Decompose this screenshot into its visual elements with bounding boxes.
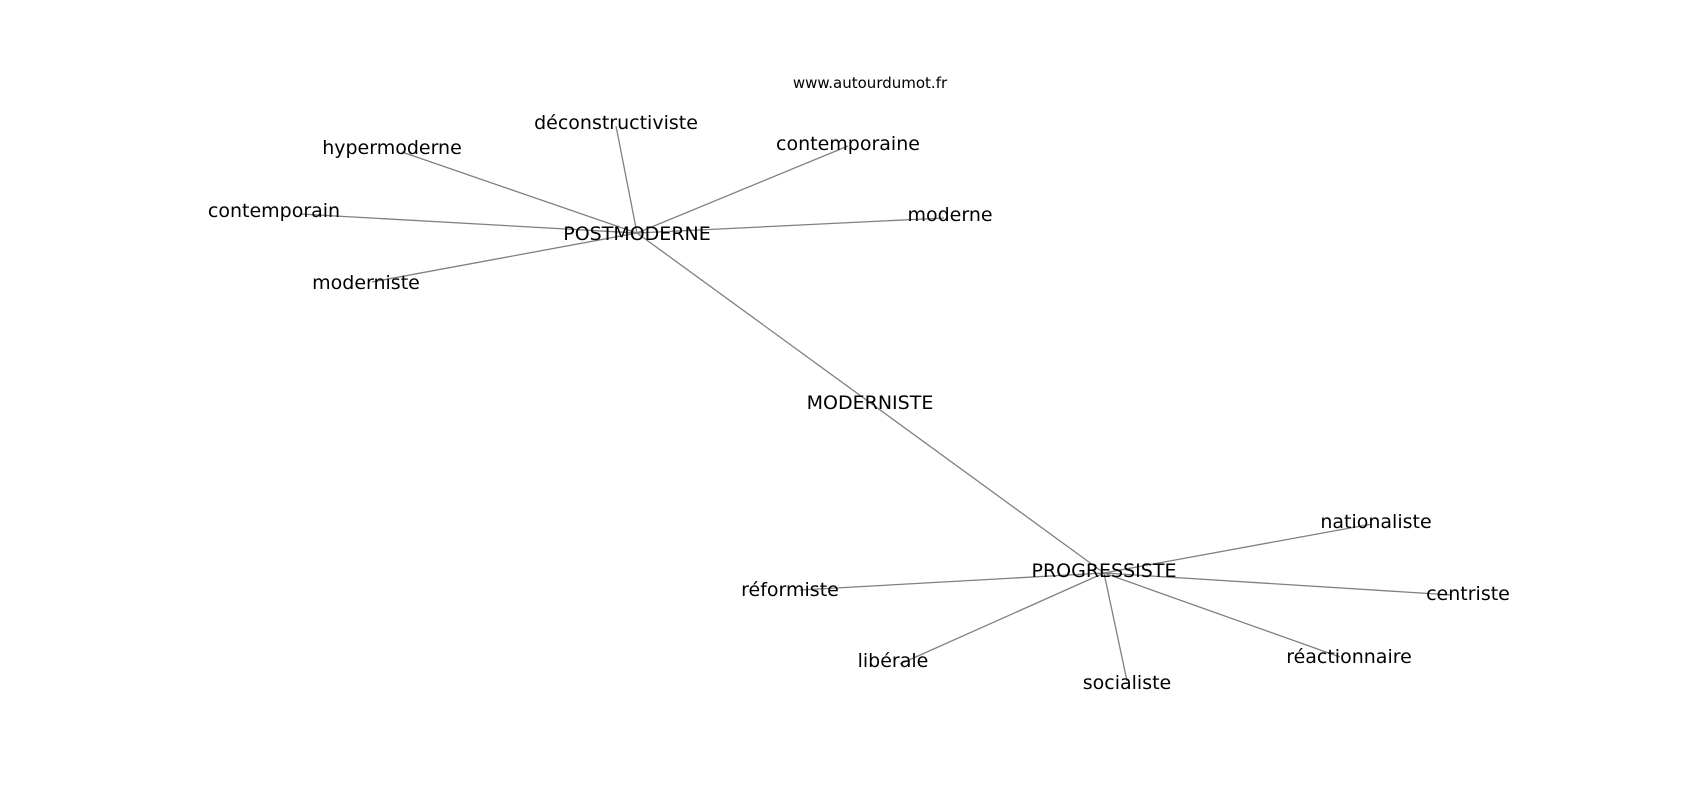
edge-postmoderne-contemporain bbox=[299, 213, 638, 234]
node-label-centriste: centriste bbox=[1426, 583, 1510, 605]
node-label-moderniste: moderniste bbox=[312, 272, 420, 294]
node-label-postmoderne: POSTMODERNE bbox=[563, 223, 710, 245]
edge-postmoderne-contemporaine bbox=[636, 145, 849, 234]
edge-progressiste-centriste bbox=[1103, 572, 1453, 596]
node-label-progressiste: PROGRESSISTE bbox=[1032, 560, 1177, 582]
labels-layer: POSTMODERNE MODERNISTE PROGRESSISTE déconst… bbox=[208, 112, 1510, 694]
node-label-moderne: moderne bbox=[907, 204, 992, 226]
edge-postmoderne-deconstructiviste bbox=[615, 125, 638, 234]
node-label-reformiste: réformiste bbox=[741, 579, 839, 601]
edge-progressiste-socialiste bbox=[1103, 572, 1128, 682]
node-label-liberale: libérale bbox=[858, 650, 929, 672]
edge-postmoderne-moderniste bbox=[371, 232, 638, 283]
edge-postmoderne-progressiste bbox=[636, 232, 1105, 574]
watermark-text: www.autourdumot.fr bbox=[793, 74, 948, 92]
edges-layer bbox=[299, 125, 1453, 682]
edge-postmoderne-hypermoderne bbox=[401, 151, 638, 234]
node-label-socialiste: socialiste bbox=[1083, 672, 1172, 694]
node-label-reactionnaire: réactionnaire bbox=[1286, 646, 1412, 668]
edge-progressiste-reactionnaire bbox=[1103, 572, 1341, 658]
node-label-nationaliste: nationaliste bbox=[1320, 511, 1431, 533]
edge-progressiste-nationaliste bbox=[1103, 523, 1373, 574]
edge-progressiste-liberale bbox=[899, 572, 1105, 665]
node-label-moderniste-center: MODERNISTE bbox=[807, 392, 934, 414]
node-label-contemporaine: contemporaine bbox=[776, 133, 920, 155]
edge-progressiste-reformiste bbox=[799, 572, 1105, 591]
node-label-contemporain: contemporain bbox=[208, 200, 340, 222]
node-label-hypermoderne: hypermoderne bbox=[322, 137, 462, 159]
node-label-deconstructiviste: déconstructiviste bbox=[534, 112, 698, 134]
edge-postmoderne-moderne bbox=[636, 217, 945, 234]
